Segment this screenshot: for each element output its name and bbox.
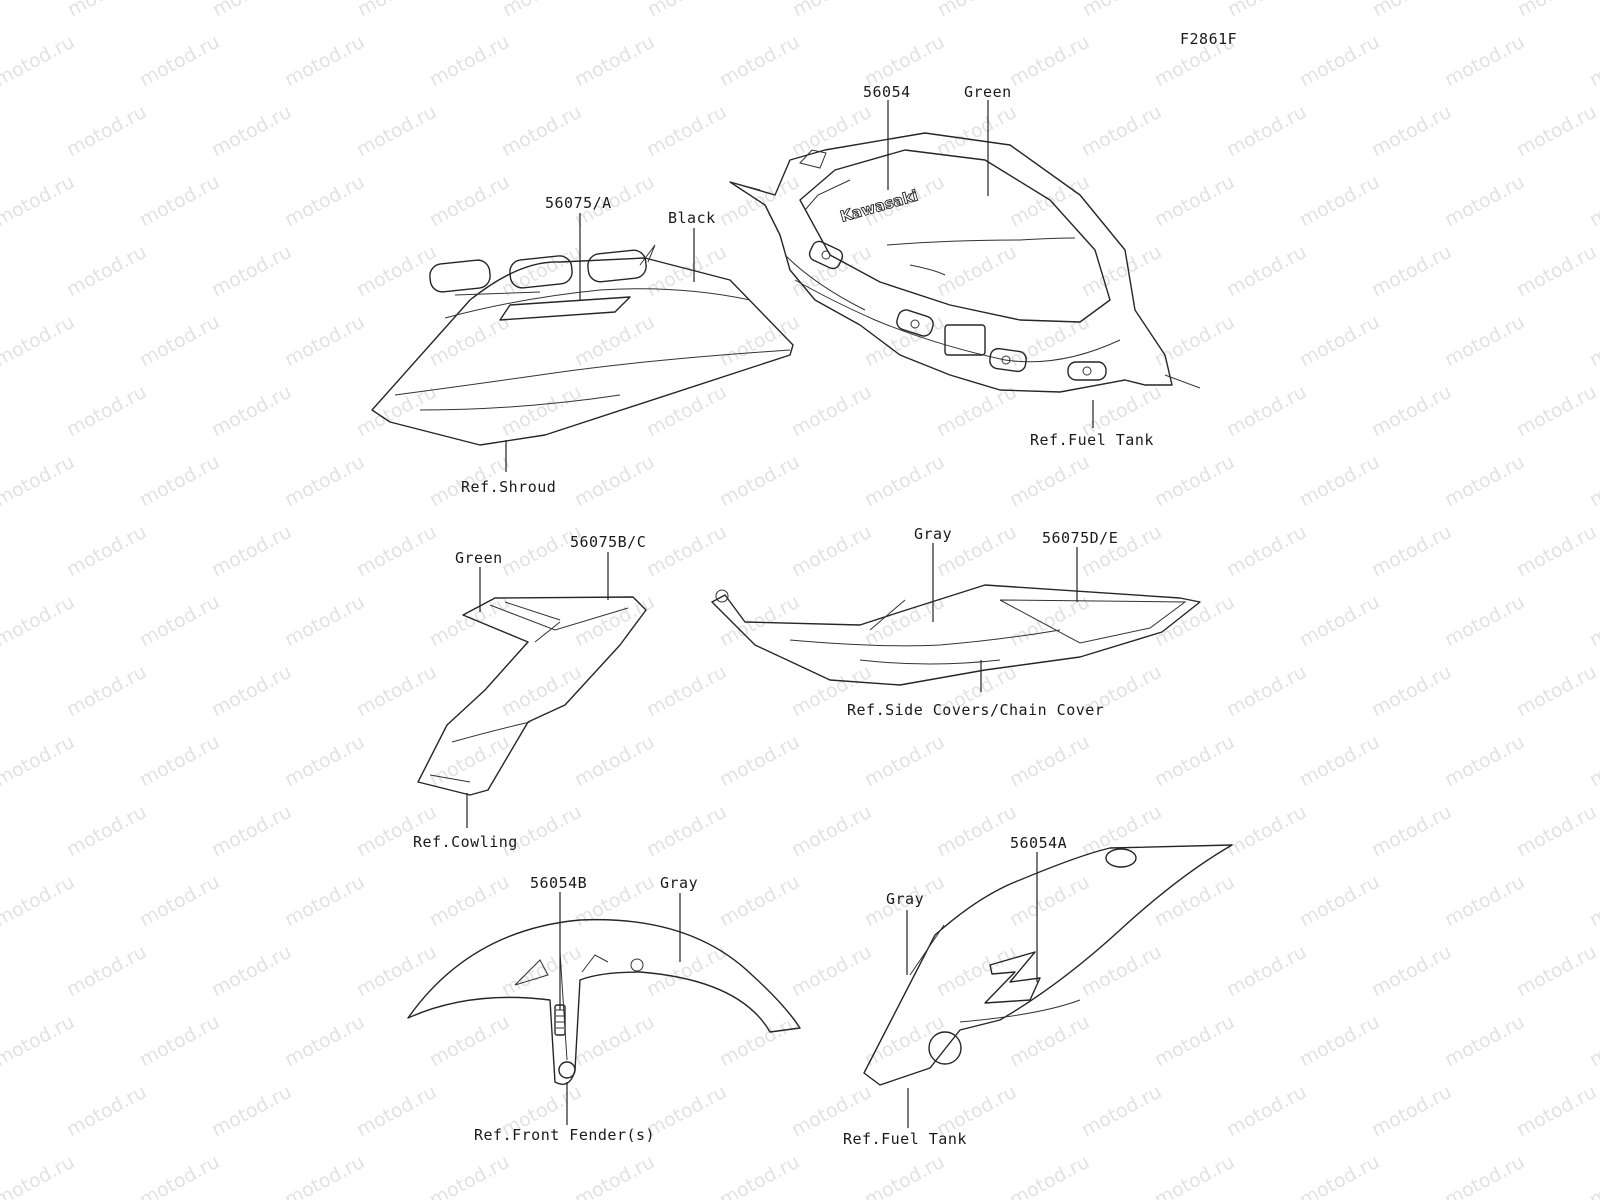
label-side-cover-part-no: 56075D/E: [1042, 529, 1118, 547]
label-cowling-part-no: 56075B/C: [570, 533, 646, 551]
group-tank-side: Z 56054A Gray Ref.Fuel Tank: [843, 834, 1233, 1148]
label-fender-part-no: 56054B: [530, 874, 587, 892]
label-tank-top-color: Green: [964, 83, 1012, 101]
label-shroud-part-no: 56075/A: [545, 194, 612, 212]
label-side-cover-color: Gray: [914, 525, 952, 543]
side-cover-drawing: [711, 584, 1201, 686]
label-cowling-ref: Ref.Cowling: [413, 833, 518, 851]
label-side-cover-ref: Ref.Side Covers/Chain Cover: [847, 701, 1104, 719]
label-cowling-color: Green: [455, 549, 503, 567]
label-shroud-color: Black: [668, 209, 716, 227]
kawasaki-logo: Kawasaki: [838, 187, 920, 226]
label-shroud-ref: Ref.Shroud: [461, 478, 556, 496]
group-cowling: Green 56075B/C Ref.Cowling: [413, 533, 647, 851]
label-tank-top-ref: Ref.Fuel Tank: [1030, 431, 1154, 449]
label-tank-top-part-no: 56054: [863, 83, 911, 101]
group-front-fender: 56054B Gray Ref.Front Fender(s): [407, 874, 801, 1144]
group-side-cover: Gray 56075D/E Ref.Side Covers/Chain Cove…: [711, 525, 1201, 719]
cowling-drawing: [417, 596, 647, 796]
fuel-tank-top-drawing: Kawasaki: [729, 132, 1201, 393]
tank-side-drawing: Z: [863, 844, 1233, 1086]
label-tank-side-ref: Ref.Fuel Tank: [843, 1130, 967, 1148]
label-fender-ref: Ref.Front Fender(s): [474, 1126, 655, 1144]
figure-code: F2861F: [1180, 30, 1237, 48]
label-fender-color: Gray: [660, 874, 698, 892]
shroud-drawing: 650: [371, 244, 794, 446]
group-tank-top: Kawasaki 56054 Green Ref.Fuel Tank: [729, 83, 1201, 449]
group-shroud: 650 56075/A Black Ref.Shroud: [371, 194, 794, 496]
front-fender-drawing: [407, 918, 801, 1085]
label-tank-side-color: Gray: [886, 890, 924, 908]
label-tank-side-part-no: 56054A: [1010, 834, 1067, 852]
